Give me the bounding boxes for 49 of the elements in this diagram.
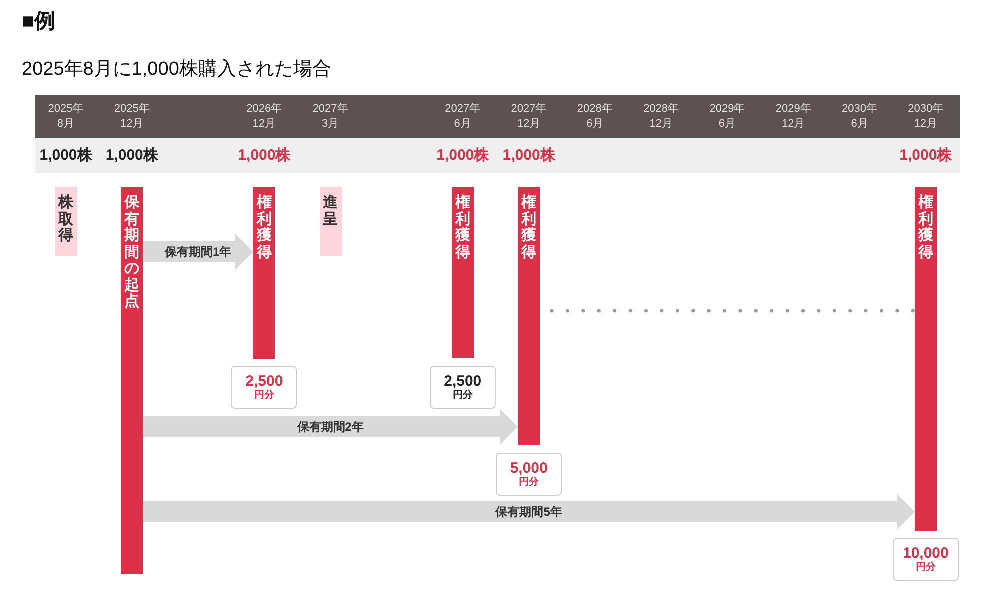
date-label: 2025年8月 — [47, 102, 85, 132]
date-label: 2029年12月 — [774, 102, 812, 132]
timeline-bar — [518, 187, 540, 445]
date-label: 2025年12月 — [113, 102, 151, 132]
edge-label: 保有期間5年 — [496, 504, 562, 520]
bar-label: 権利獲得 — [522, 195, 537, 261]
date-label: 2026年12月 — [246, 102, 284, 132]
date-label: 2028年12月 — [642, 102, 680, 132]
date-label: 2028年6月 — [576, 102, 614, 132]
bar-label: 株取得 — [58, 195, 74, 244]
timeline-bar — [55, 187, 77, 256]
date-label: 2027年6月 — [444, 102, 482, 132]
timeline-bar — [320, 187, 342, 256]
timeline-bar — [253, 187, 276, 359]
unit-label: 円分 — [916, 562, 936, 574]
amount-value: 5,000 — [510, 460, 548, 477]
unit-label: 円分 — [452, 390, 473, 402]
date-label: 2029年6月 — [708, 102, 746, 132]
timeline-bar — [914, 187, 937, 531]
share-count: 1,000株 — [40, 146, 92, 165]
share-count: 1,000株 — [900, 146, 952, 165]
amount-value: 10,000 — [902, 546, 949, 562]
value-box — [430, 366, 496, 409]
timeline-bar — [452, 187, 474, 358]
bar-label: 権利獲得 — [256, 195, 272, 261]
value-box — [231, 366, 298, 409]
date-label: 2030年6月 — [841, 102, 878, 132]
bar-label: 保有期間の起点 — [124, 195, 140, 310]
bar-label: 進呈 — [323, 195, 338, 228]
amount-value: 2,500 — [444, 374, 482, 390]
share-count: 1,000株 — [106, 146, 158, 165]
edge-label: 保有期間1年 — [164, 244, 232, 260]
subtitle: 2025年8月に1,000株購入された場合 — [22, 58, 332, 82]
unit-label: 円分 — [254, 390, 274, 402]
value-box — [496, 453, 562, 496]
date-label: 2027年3月 — [312, 102, 350, 132]
share-count: 1,000株 — [436, 146, 490, 165]
value-box — [892, 538, 959, 581]
timeline-bar — [121, 187, 144, 574]
amount-value: 2,500 — [246, 374, 284, 390]
share-count: 1,000株 — [502, 146, 556, 165]
unit-label: 円分 — [519, 477, 540, 488]
date-label: 2027年12月 — [510, 102, 548, 132]
bar-label: 権利獲得 — [918, 195, 934, 261]
share-count: 1,000株 — [238, 146, 291, 165]
edge-label: 保有期間2年 — [297, 419, 364, 435]
date-label: 2030年12月 — [907, 102, 945, 132]
bar-label: 権利獲得 — [455, 195, 470, 261]
section-title: ■例 — [22, 9, 56, 35]
